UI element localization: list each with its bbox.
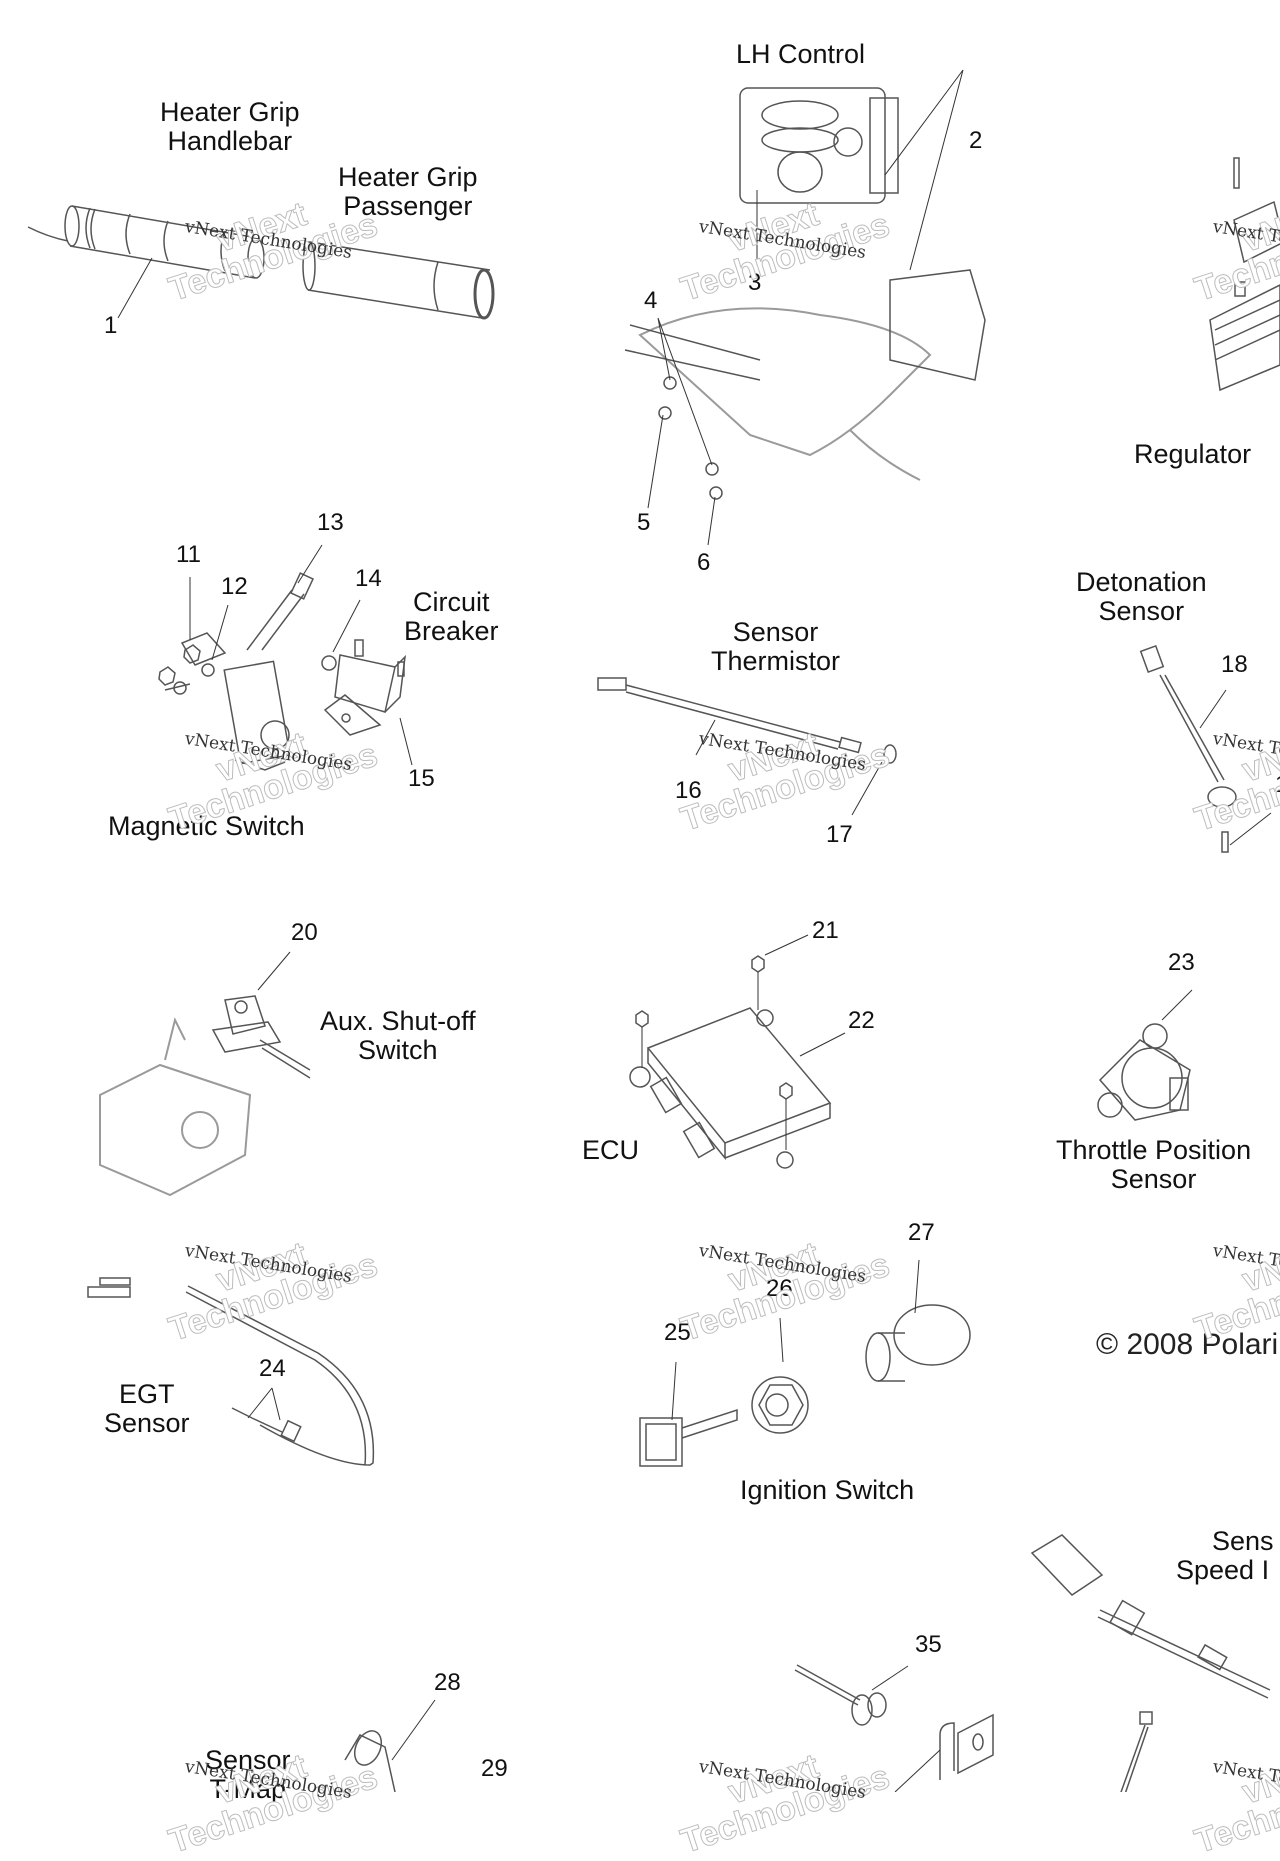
- lh-control-label: LH Control: [736, 40, 865, 69]
- label-line: Sensor: [1110, 1164, 1197, 1194]
- magnetic-switch-part: [158, 572, 314, 771]
- callout-35[interactable]: 35: [915, 1631, 942, 1658]
- circuit-breaker-label: Circuit Breaker: [404, 588, 499, 646]
- callout-5[interactable]: 5: [637, 509, 651, 536]
- label-line: LH Control: [736, 39, 866, 69]
- callout-4[interactable]: 4: [644, 287, 658, 314]
- part-35-pin: [794, 1664, 887, 1726]
- label-line: Sensor: [205, 1745, 291, 1775]
- callout-3[interactable]: 3: [748, 269, 762, 296]
- label-line: Ignition Switch: [740, 1475, 915, 1505]
- callout-23[interactable]: 23: [1168, 949, 1195, 976]
- t-map-sensor-part: [344, 1730, 396, 1792]
- callout-18[interactable]: 18: [1221, 651, 1248, 678]
- heater-grip-handlebar-label: Heater Grip Handlebar: [160, 98, 300, 156]
- label-line: Throttle Position: [1056, 1135, 1252, 1165]
- callout-20[interactable]: 20: [291, 919, 318, 946]
- circuit-breaker-part: [321, 639, 407, 736]
- sensor-speed-label: Sens Speed I: [1176, 1527, 1274, 1585]
- copyright-text: © 2008 Polari: [1096, 1328, 1279, 1361]
- regulator-part: [1209, 157, 1280, 392]
- label-line: Heater Grip: [160, 97, 300, 127]
- label-line: Regulator: [1134, 439, 1252, 469]
- callout-15[interactable]: 15: [408, 765, 435, 792]
- callout-11[interactable]: 11: [176, 541, 201, 568]
- label-line: Sensor: [104, 1408, 190, 1438]
- magnetic-switch-label: Magnetic Switch: [108, 812, 305, 841]
- callout-28[interactable]: 28: [434, 1669, 461, 1696]
- callout-25[interactable]: 25: [664, 1319, 691, 1346]
- callout-12[interactable]: 12: [221, 573, 248, 600]
- ecu-label: ECU: [582, 1136, 639, 1165]
- speed-sensor-part: [1030, 1534, 1271, 1792]
- heater-grip-handlebar-part: [27, 205, 265, 279]
- throttle-position-sensor-part: [1097, 1023, 1191, 1121]
- leader-lines: [117, 69, 1272, 1792]
- callout-26[interactable]: 26: [766, 1275, 793, 1302]
- callout-1[interactable]: 1: [104, 312, 118, 339]
- callout-14[interactable]: 14: [355, 565, 382, 592]
- heater-grip-passenger-label: Heater Grip Passenger: [338, 163, 478, 221]
- callout-22[interactable]: 22: [848, 1007, 875, 1034]
- callout-24[interactable]: 24: [259, 1355, 286, 1382]
- callout-17[interactable]: 17: [826, 821, 853, 848]
- label-line: Thermistor: [711, 646, 841, 676]
- label-line: Detonation: [1076, 567, 1207, 597]
- lh-control-part: [624, 87, 986, 500]
- callout-29[interactable]: 29: [481, 1755, 508, 1782]
- label-line: Breaker: [404, 616, 499, 646]
- label-line: Speed I: [1176, 1555, 1270, 1585]
- ignition-switch-part: [639, 1304, 971, 1467]
- label-line: ECU: [582, 1135, 640, 1165]
- label-line: Aux. Shut-off: [320, 1006, 476, 1036]
- label-line: Sensor: [1098, 596, 1185, 626]
- label-line: Heater Grip: [338, 162, 478, 192]
- callout-16[interactable]: 16: [675, 777, 702, 804]
- detonation-sensor-label: Detonation Sensor: [1076, 568, 1207, 626]
- label-line: Circuit: [413, 587, 490, 617]
- ecu-part: [629, 955, 832, 1169]
- aux-shutoff-switch-part: [99, 995, 311, 1197]
- label-line: Passenger: [343, 191, 473, 221]
- label-line: Magnetic Switch: [108, 811, 305, 841]
- callout-19-partial[interactable]: 1: [1275, 772, 1280, 798]
- sensor-thermistor-part: [597, 677, 897, 764]
- callout-27[interactable]: 27: [908, 1219, 935, 1246]
- heater-grip-passenger-part: [302, 241, 495, 320]
- callout-13[interactable]: 13: [317, 509, 344, 536]
- label-line: Switch: [358, 1035, 438, 1065]
- bracket-part: [939, 1713, 994, 1780]
- aux-shutoff-switch-label: Aux. Shut-off Switch: [320, 1007, 476, 1065]
- regulator-label: Regulator: [1134, 440, 1251, 469]
- egt-sensor-part: [87, 1277, 375, 1466]
- label-line: EGT: [119, 1379, 175, 1409]
- detonation-sensor-part: [1139, 644, 1237, 853]
- egt-sensor-label: EGT Sensor: [104, 1380, 190, 1438]
- callout-2[interactable]: 2: [969, 127, 983, 154]
- callout-6[interactable]: 6: [697, 549, 711, 576]
- parts-line-art: [27, 69, 1280, 1792]
- label-line: Sensor: [732, 617, 819, 647]
- sensor-thermistor-label: Sensor Thermistor: [711, 618, 840, 676]
- label-line: Sens: [1212, 1526, 1274, 1556]
- label-line: Handlebar: [167, 126, 293, 156]
- throttle-position-sensor-label: Throttle Position Sensor: [1056, 1136, 1251, 1194]
- callout-21[interactable]: 21: [812, 917, 839, 944]
- ignition-switch-label: Ignition Switch: [740, 1476, 914, 1505]
